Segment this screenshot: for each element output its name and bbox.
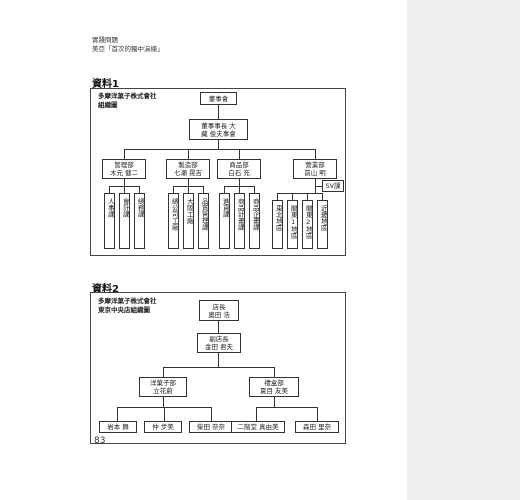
staff-shibata: 柴田 奈奈: [189, 421, 233, 433]
section-kanto-1: 關東1地區: [287, 200, 298, 249]
dept-products-box: 商品部白石 充: [217, 159, 261, 179]
doc1-org-chart: 多摩洋菓子株式會社 組織圖: [90, 88, 346, 256]
section-general-affairs: 總務課: [134, 193, 145, 249]
section-subtitle: 美亞「首次的獨中演練」: [92, 45, 164, 53]
dept-pastry-box: 洋菓子部立花蔚: [139, 377, 187, 397]
dept-manufacturing-box: 製造部七瀨 晃吉: [166, 159, 210, 179]
vice-manager-box: 副店長金田 君夫: [197, 333, 241, 353]
section-product-design: 商品企畫課: [249, 193, 260, 249]
doc2-label: 資料2: [92, 284, 119, 295]
section-tohoku: 東北地區: [272, 200, 283, 249]
staff-naka: 仲 步美: [144, 421, 182, 433]
chapter-title: 實踐問題: [92, 36, 118, 44]
staff-nikaido: 二階堂 真由美: [231, 421, 285, 433]
board-box: 董事會: [200, 92, 237, 105]
store-manager-box: 店長奧田 浩: [199, 300, 239, 321]
section-kanto-2: 關東2地區: [302, 200, 313, 249]
viewer-side-margin: [407, 0, 520, 500]
chairman-box: 董事事長 大藏 俊夫事會: [189, 119, 248, 140]
section-hr: 人事課: [104, 193, 115, 249]
doc2-company-name: 多摩洋菓子株式會社: [98, 297, 157, 305]
dept-sales-box: 營業部前山 明: [293, 159, 337, 179]
section-accounting: 會計課: [119, 193, 130, 249]
doc2-org-chart: 多摩洋菓子株式會社 東京中央店組織圖 店長奧田 浩 副店長金田 君夫 洋菓子部立…: [90, 292, 346, 444]
dept-giftbox-box: 禮盒部夏目 友美: [249, 377, 299, 397]
dept-admin-box: 管理部木元 健二: [102, 159, 146, 179]
doc1-company-name: 多摩洋菓子株式會社: [98, 92, 157, 100]
section-head-factory: 總公司工廠: [168, 193, 179, 249]
staff-iwamoto: 岩本 舞: [99, 421, 137, 433]
section-purchasing: 進貨課: [219, 193, 230, 249]
doc1-chart-name: 組織圖: [98, 101, 118, 109]
page-number: 83: [94, 436, 106, 446]
sv-section-box: SV課: [322, 180, 344, 192]
doc1-label: 資料1: [92, 79, 119, 90]
doc2-chart-name: 東京中央店組織圖: [98, 306, 150, 314]
book-page: 實踐問題 美亞「首次的獨中演練」 資料1 多摩洋菓子株式會社 組織圖: [90, 36, 346, 446]
staff-morita: 森田 里奈: [295, 421, 339, 433]
section-quality-control: 品質管理課: [198, 193, 209, 249]
section-kinki: 近畿地區: [317, 200, 328, 249]
section-product-planning: 商品計畫課: [234, 193, 245, 249]
section-osaka-factory: 大阪工廠: [183, 193, 194, 249]
